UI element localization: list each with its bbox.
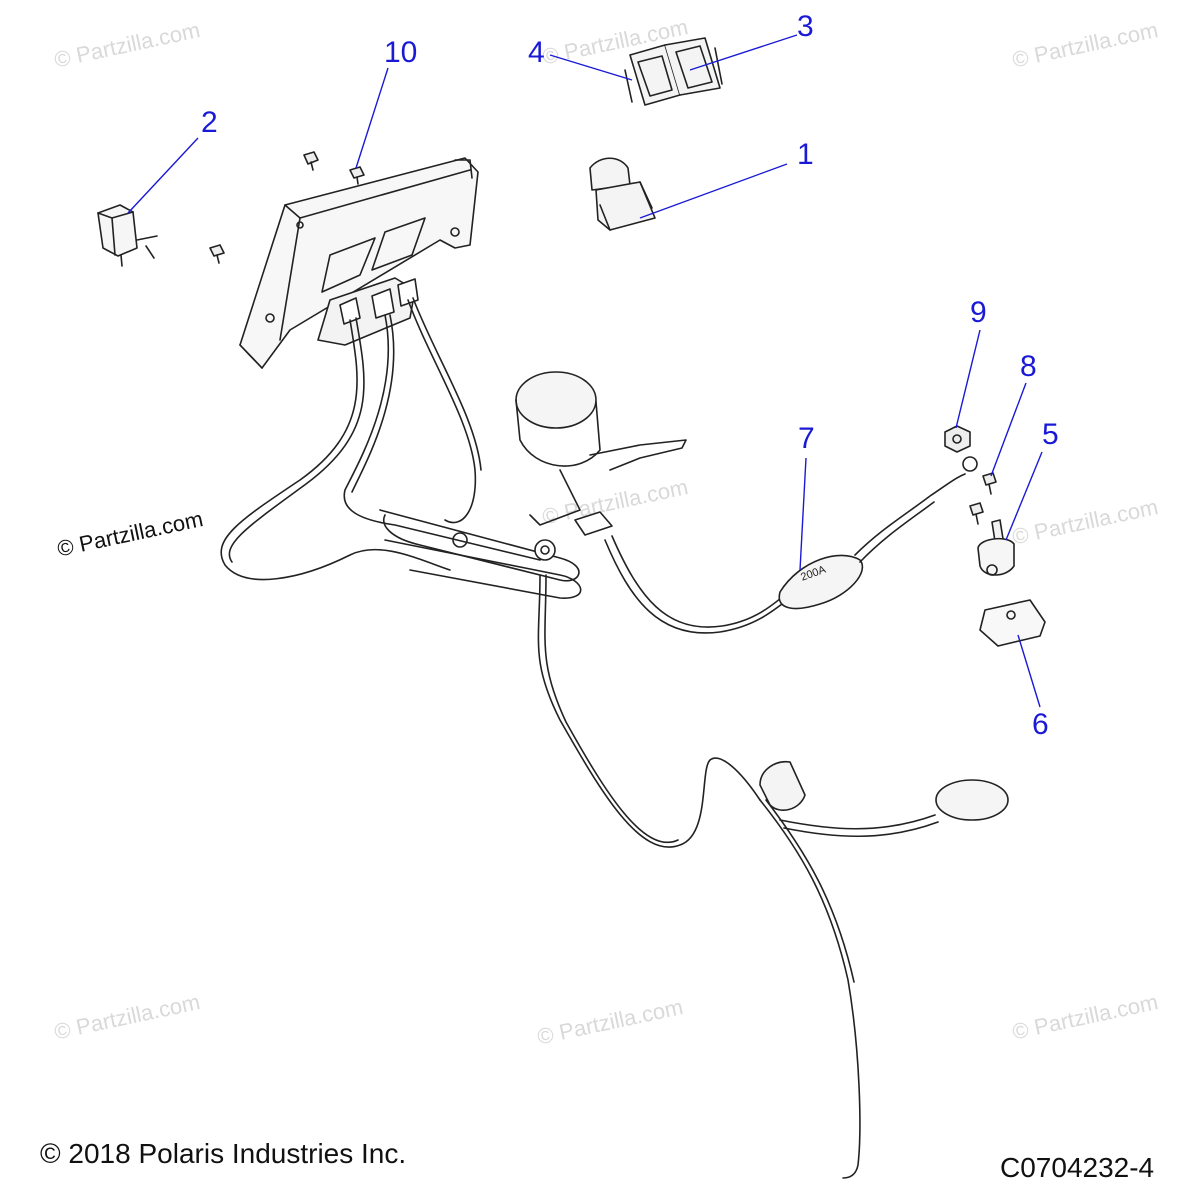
screw-part-8 [982,472,997,495]
leader-5 [1005,451,1043,541]
diagram-code: C0704232-4 [1000,1152,1155,1183]
callout-8: 8 [1020,350,1037,383]
leader-3 [689,34,798,71]
leader-4 [549,54,633,81]
callout-10: 10 [384,36,418,69]
nut-part-9 [944,425,971,453]
key-switch-part-1 [589,157,656,231]
controller-unit [239,157,479,369]
screw-near-part-5 [969,502,984,525]
callout-1: 1 [797,138,814,171]
callout-4: 4 [528,36,545,69]
harness-wires [220,297,861,1179]
relay-part-2 [97,204,158,267]
leader-1 [639,163,788,219]
callout-7: 7 [798,422,815,455]
sensor [759,760,1009,838]
callout-2: 2 [201,106,218,139]
terminal-part-5 [977,519,1015,576]
copyright-notice: © 2018 Polaris Industries Inc. [40,1138,407,1169]
leader-7 [799,457,807,571]
leader-10 [355,67,389,169]
leader-9 [955,329,981,429]
bracket-part-6 [979,599,1046,647]
leader-lines [127,34,1043,708]
leader-8 [990,382,1027,477]
callout-5: 5 [1042,418,1059,451]
callout-6: 6 [1032,708,1049,741]
leader-6 [1017,634,1041,708]
switch-pair-parts-3-4 [624,37,723,106]
leader-2 [127,137,199,214]
horn [515,371,687,561]
battery-cable-part-7 [604,456,978,634]
callout-3: 3 [797,10,814,43]
callout-9: 9 [970,296,987,329]
